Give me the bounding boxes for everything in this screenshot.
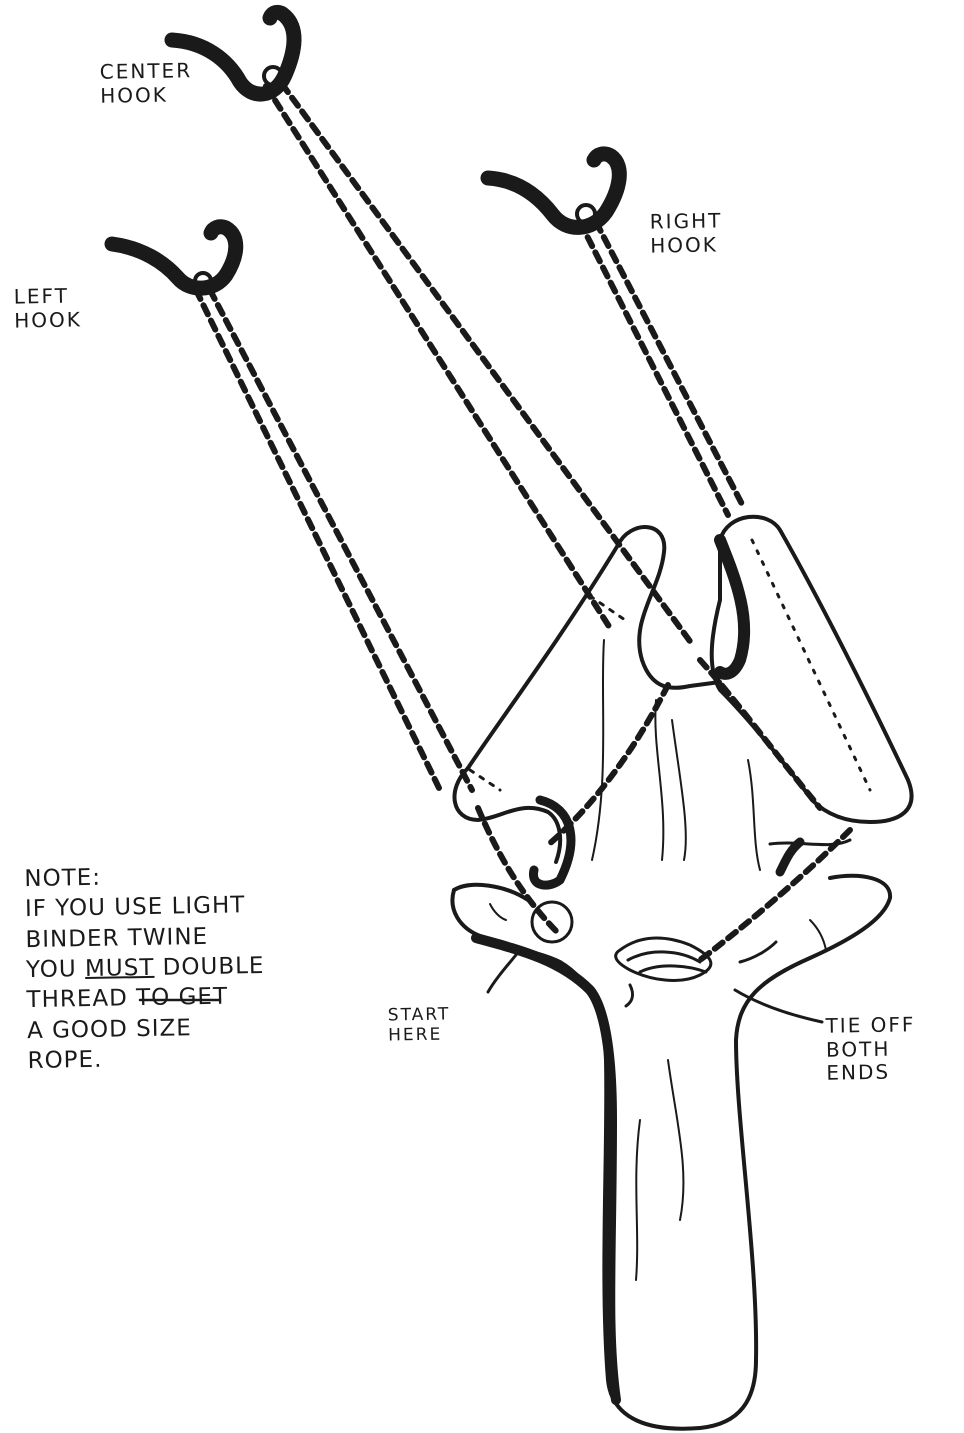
start-here-label-line2: HERE [388, 1025, 451, 1046]
right-hook-icon [488, 154, 619, 227]
note-line3-emph: MUST [85, 955, 155, 982]
left-hook-label: LEFT HOOK [14, 284, 82, 332]
note-block: NOTE: IF YOU USE LIGHT BINDER TWINE YOU … [24, 860, 266, 1077]
left-hook-label-line2: HOOK [14, 308, 82, 333]
note-line6: ROPE. [27, 1042, 266, 1077]
note-line3: YOU MUST DOUBLE [26, 951, 265, 986]
left-hook-label-line1: LEFT [14, 284, 82, 309]
left-hook-icon [112, 227, 236, 289]
note-line2: BINDER TWINE [25, 921, 264, 956]
right-spool [712, 517, 912, 822]
tie-off-label-line1: TIE OFF [825, 1013, 915, 1038]
tie-off-label: TIE OFF BOTH ENDS [825, 1013, 916, 1085]
right-hook-label: RIGHT HOOK [650, 209, 723, 257]
start-here-label: START HERE [388, 1004, 451, 1045]
fork-stick [452, 640, 890, 1429]
note-line1: IF YOU USE LIGHT [25, 890, 264, 925]
note-heading: NOTE: [24, 860, 263, 895]
start-here-pointer [488, 950, 520, 992]
tie-off-label-line2: BOTH [826, 1037, 916, 1062]
rope-strands [196, 84, 850, 960]
note-line4: THREAD TO GET [26, 981, 265, 1016]
right-hook-label-line2: HOOK [650, 233, 723, 258]
note-line3-pre: YOU [26, 956, 85, 983]
left-spool [455, 527, 720, 885]
center-hook-label-line2: HOOK [100, 83, 193, 108]
tie-off-pointer [735, 990, 822, 1022]
note-line5: A GOOD SIZE [27, 1012, 266, 1047]
start-here-label-line1: START [388, 1004, 451, 1025]
note-line3-post: DOUBLE [154, 953, 265, 981]
knot [532, 902, 776, 1006]
center-hook-label-line1: CENTER [100, 59, 193, 84]
center-hook-label: CENTER HOOK [100, 59, 193, 108]
right-hook-label-line1: RIGHT [650, 209, 723, 234]
tie-off-label-line3: ENDS [826, 1060, 916, 1085]
